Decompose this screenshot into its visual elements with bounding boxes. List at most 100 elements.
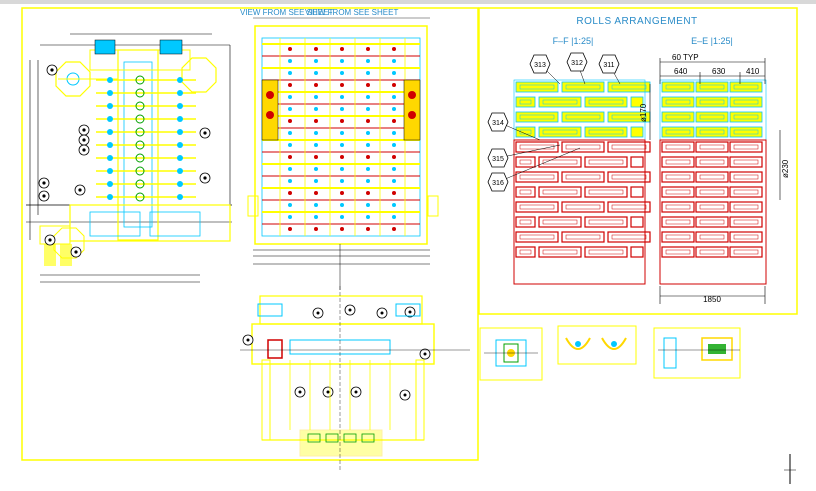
roll-ee-core (665, 249, 691, 255)
roll-ee-core (699, 144, 725, 150)
plan-bearing (392, 107, 396, 111)
plan-bearing (314, 215, 318, 219)
elevation-bearing (135, 140, 145, 150)
plan-bearing (392, 47, 396, 51)
plan-bearing (288, 47, 292, 51)
balloon-label: 314 (492, 120, 504, 127)
roll-ee (729, 246, 763, 258)
dim-v1: ø170 (639, 103, 648, 122)
roll-ff (515, 141, 559, 153)
plan-bearing (392, 215, 396, 219)
balloon-dot (82, 138, 86, 142)
roll-ee-core (733, 174, 759, 180)
balloon-dot (354, 390, 358, 394)
balloon-dot (78, 188, 82, 192)
plan-bearing (314, 227, 318, 231)
elevation-hub (177, 103, 183, 109)
end-side-block (257, 303, 283, 317)
roll-ee (695, 246, 729, 258)
elevation-hub (177, 194, 183, 200)
plan-bearing (340, 203, 344, 207)
roll-ff-core (519, 204, 555, 210)
roll-ee (661, 186, 695, 198)
plan-bearing (314, 143, 318, 147)
roll-ff-core (588, 189, 624, 195)
roll-ee-core (733, 159, 759, 165)
plan-bearing (392, 227, 396, 231)
roll-ee (695, 156, 729, 168)
plan-roll-rows (262, 38, 420, 236)
title-strip (0, 0, 816, 4)
plan-bearing (392, 155, 396, 159)
roll-ff-core (519, 189, 532, 195)
roll-ee-core (665, 234, 691, 240)
plan-bearing (288, 191, 292, 195)
roll-ee (729, 156, 763, 168)
roll-ff (561, 111, 605, 123)
roll-ee (695, 81, 729, 93)
roll-ff (561, 141, 605, 153)
plan-bearing (340, 227, 344, 231)
roll-ee (661, 141, 695, 153)
roll-ee (729, 201, 763, 213)
roll-ff (584, 126, 628, 138)
balloon-dot (42, 181, 46, 185)
roll-ee-core (733, 204, 759, 210)
elevation-hub (177, 116, 183, 122)
roll-ee-core (665, 84, 691, 90)
roll-ff (630, 156, 644, 168)
plan-bearing (366, 59, 370, 63)
roll-ff (515, 96, 536, 108)
balloon-label: 316 (492, 180, 504, 187)
plan-bearing (366, 119, 370, 123)
roll-ff (515, 156, 536, 168)
plan-bearing (340, 47, 344, 51)
roll-ee (661, 171, 695, 183)
elevation-hub (107, 77, 113, 83)
elevation-hub (177, 90, 183, 96)
roll-ff (515, 216, 536, 228)
view-label-2: VIEW FROM SEE SHEET (305, 8, 398, 17)
roll-ee (695, 186, 729, 198)
roll-ee-core (699, 189, 725, 195)
elevation-hub (177, 129, 183, 135)
plan-bearing (288, 119, 292, 123)
roll-ee-core (665, 219, 691, 225)
section-ee-rolls (659, 79, 767, 285)
dim-typ: 60 TYP (672, 53, 699, 62)
plan-bearing (392, 95, 396, 99)
roll-ff (630, 246, 644, 258)
plan-bearing (392, 119, 396, 123)
section-ff-rolls (513, 79, 651, 285)
elevation-bearing (135, 88, 145, 98)
plan-bearing (340, 191, 344, 195)
roll-ff-core (519, 159, 532, 165)
plan-bearing (314, 59, 318, 63)
plan-bearing (392, 167, 396, 171)
plan-bearing (288, 215, 292, 219)
plan-bearing (314, 131, 318, 135)
balloon-dot (82, 148, 86, 152)
roll-ff (515, 126, 536, 138)
roll-ee-core (733, 189, 759, 195)
roll-ff-core (519, 174, 555, 180)
balloon-dot (74, 250, 78, 254)
balloon-dot (50, 68, 54, 72)
elevation-roll-rows (96, 75, 196, 202)
view-label-1: VIEW FROM SEE SHEET (240, 8, 333, 17)
roll-ff (630, 186, 644, 198)
elevation-hub (177, 142, 183, 148)
elevation-bearing (135, 166, 145, 176)
roll-ee (695, 96, 729, 108)
plan-bearing (288, 167, 292, 171)
plan-bearing (288, 155, 292, 159)
roll-ee (729, 81, 763, 93)
plan-bearing (340, 179, 344, 183)
roll-ee (661, 246, 695, 258)
roll-ff (538, 246, 582, 258)
roll-ee (729, 216, 763, 228)
ee-lower-frame (659, 139, 767, 285)
dim-total: 1850 (703, 295, 721, 304)
